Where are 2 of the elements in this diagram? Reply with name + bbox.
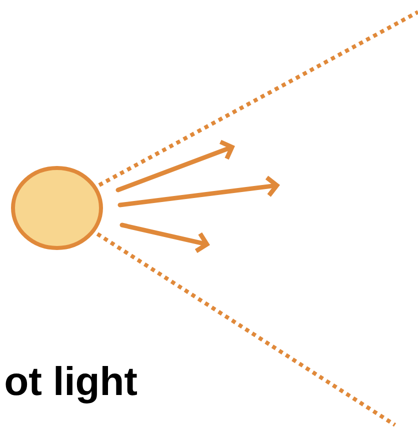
light-source <box>11 166 103 250</box>
title-text: ot light <box>6 366 137 404</box>
